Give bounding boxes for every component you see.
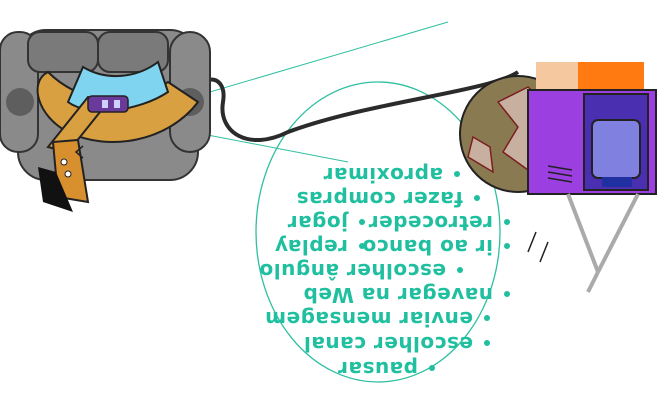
menu-item: jogar: [287, 211, 349, 235]
bullet-dots: [359, 171, 510, 371]
menu-item: escolher ângulo: [259, 259, 446, 283]
menu-item: aproximar: [323, 163, 443, 187]
remote-icon: [87, 95, 129, 113]
menu-item: escolher canal: [304, 332, 474, 356]
menu-item: navegar na Web: [303, 283, 493, 307]
menu-item: fazer compras: [296, 187, 463, 211]
menu-item: retroceder: [368, 211, 493, 235]
menu-item: pausar: [338, 357, 418, 381]
menu-item: ir ao banco: [362, 235, 493, 259]
menu-bubble: [255, 81, 501, 383]
menu-list: pausar escolher canal enviar mensagem na…: [259, 163, 510, 381]
menu-item: replay: [274, 235, 348, 259]
television-icon: [527, 62, 657, 293]
menu-item: enviar mensagem: [265, 307, 473, 331]
cable-icon: [186, 70, 520, 143]
